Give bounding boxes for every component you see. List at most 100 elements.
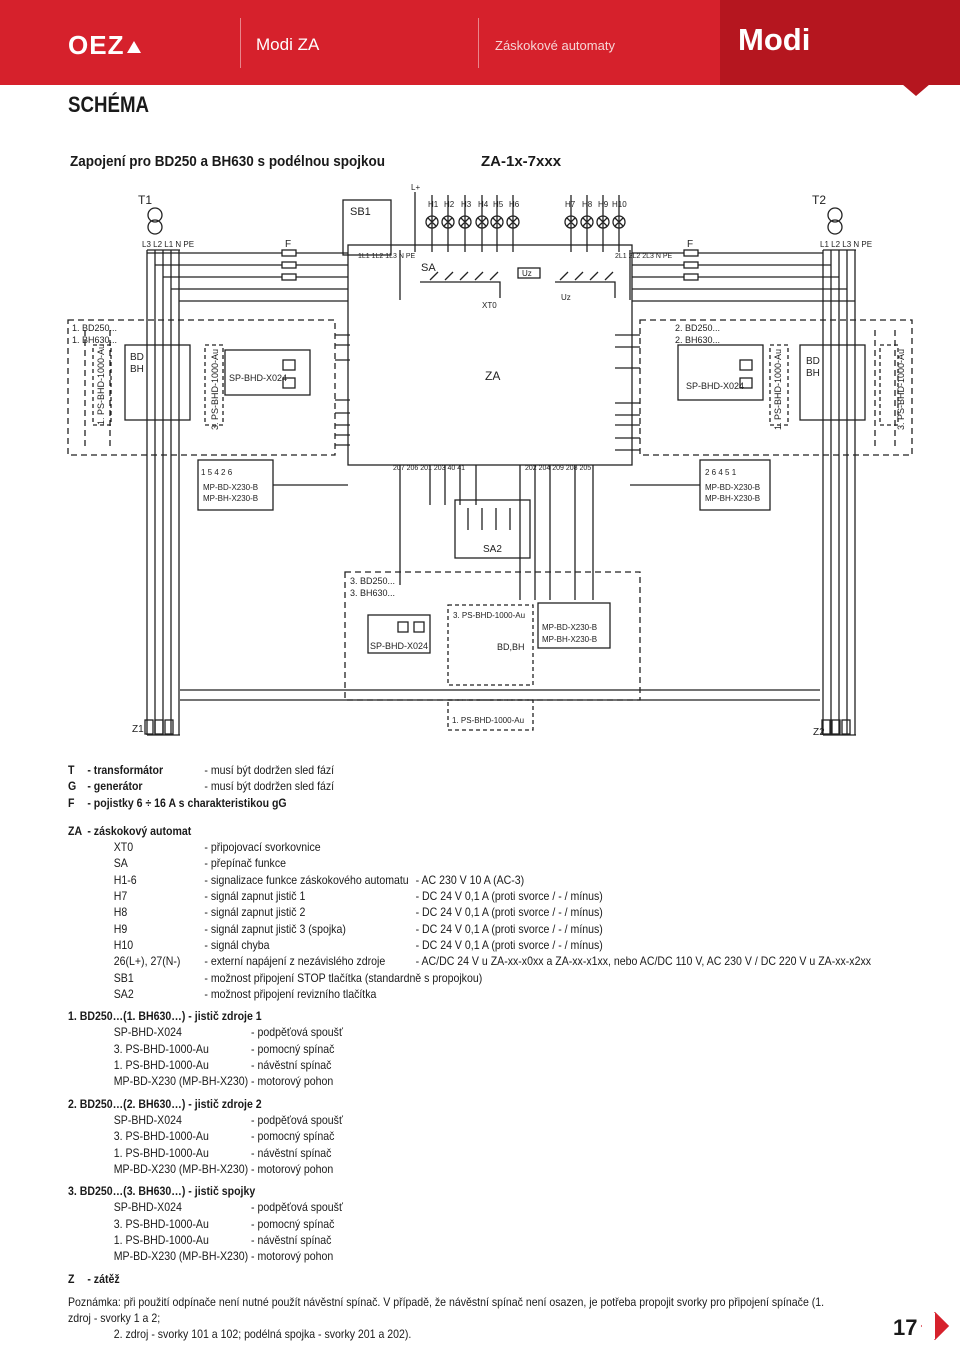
label-phases-left: L3 L2 L1 N PE — [142, 240, 194, 249]
label-z2: Z2 — [813, 727, 825, 738]
label-sp-left: SP-BHD-X024 — [229, 373, 287, 383]
legend-group-item: 1. PS-BHD-1000-Au- návěstní spínač — [113, 1058, 332, 1073]
legend-za-item: H7- signál zapnut jistič 1- DC 24 V 0,1 … — [113, 889, 603, 904]
label-h8: H8 — [582, 200, 593, 209]
page-number: 17 — [893, 1315, 918, 1340]
legend-za-item: SB1- možnost připojení STOP tlačítka (st… — [113, 970, 483, 985]
label-bh-3: 3. BH630... — [350, 588, 395, 598]
label-mp-bh-coupler: MP-BH-X230-B — [542, 635, 597, 644]
legend-group-item: 3. PS-BHD-1000-Au- pomocný spínač — [113, 1041, 335, 1056]
legend-group-item: SP-BHD-X024- podpěťová spoušť — [113, 1112, 343, 1127]
label-fuse-left: F — [285, 239, 291, 250]
label-t2: T2 — [812, 193, 826, 207]
label-bdbh: BD,BH — [497, 642, 525, 652]
legend-group-item: 3. PS-BHD-1000-Au- pomocný spínač — [113, 1216, 335, 1231]
label-sa: SA — [421, 262, 436, 274]
label-bh-left: BH — [130, 364, 144, 375]
legend-za-item: H10- signál chyba- DC 24 V 0,1 A (proti … — [113, 937, 603, 952]
footnote-line-2: 2. zdroj - svorky 101 a 102; podélná spo… — [113, 1327, 412, 1341]
label-fuse-right: F — [687, 239, 693, 250]
label-ps1-coupler: 1. PS-BHD-1000-Au — [452, 716, 524, 725]
legend-group-title: 2. BD250…(2. BH630…) - jistič zdroje 2 — [68, 1096, 262, 1111]
label-bd-left: BD — [130, 352, 144, 363]
label-mp-nums-right: 2 6 4 5 1 — [705, 468, 737, 477]
wiring-schematic: T1 T2 L3 L2 L1 N PE L1 L2 L3 N PE F F SB… — [67, 183, 913, 738]
label-phases-right: L1 L2 L3 N PE — [820, 240, 872, 249]
label-h9: H9 — [598, 200, 609, 209]
footnote-line-1: Poznámka: při použití odpínače není nutn… — [68, 1295, 825, 1325]
product-category: Záskokové automaty — [495, 38, 615, 53]
label-term-row-left: 207 206 201 203 40 41 — [393, 465, 465, 472]
label-sp-coupler: SP-BHD-X024 — [370, 641, 428, 651]
label-bd-3: 3. BD250... — [350, 576, 395, 586]
legend-group-item: 3. PS-BHD-1000-Au- pomocný spínač — [113, 1129, 335, 1144]
label-sp-right: SP-BHD-X024 — [686, 381, 744, 391]
label-h3: H3 — [461, 200, 472, 209]
label-h2: H2 — [444, 200, 455, 209]
label-h6: H6 — [509, 200, 520, 209]
label-mp-bd-right: MP-BD-X230-B — [705, 483, 760, 492]
label-h4: H4 — [478, 200, 489, 209]
legend-row-z: Z- zátěž — [68, 1271, 120, 1286]
label-h7: H7 — [565, 200, 576, 209]
label-bh-2: 2. BH630... — [675, 335, 720, 345]
label-ps3-left: 3. PS-BHD-1000-Au — [210, 349, 220, 430]
legend-za-item: H9- signál zapnut jistič 3 (spojka)- DC … — [113, 921, 603, 936]
label-h5: H5 — [493, 200, 504, 209]
legend-group-item: MP-BD-X230 (MP-BH-X230)- motorový pohon — [113, 1074, 334, 1089]
legend-row-f: F- pojistky 6 ÷ 16 A s charakteristikou … — [68, 795, 287, 810]
legend-za-item: H1-6- signalizace funkce záskokového aut… — [113, 872, 525, 887]
legend-za-item: SA2- možnost připojení revizního tlačítk… — [113, 986, 377, 1001]
page-header: OEZ Modi ZA Záskokové automaty Modi — [0, 0, 960, 96]
legend-group-item: 1. PS-BHD-1000-Au- návěstní spínač — [113, 1233, 332, 1248]
section-title: SCHÉMA — [68, 92, 150, 117]
label-z1: Z1 — [132, 724, 144, 735]
diagram-title: Zapojení pro BD250 a BH630 s podélnou sp… — [70, 153, 386, 170]
legend-group-title: 1. BD250…(1. BH630…) - jistič zdroje 1 — [68, 1009, 262, 1024]
header-divider — [240, 18, 241, 68]
label-term-row-right: 202 204 209 208 205 — [525, 465, 591, 472]
label-ps1-right: 1. PS-BHD-1000-Au — [773, 349, 783, 430]
label-term-out: 2L1 2L2 2L3 N PE — [615, 253, 673, 260]
legend-group-item: SP-BHD-X024- podpěťová spoušť — [113, 1025, 343, 1040]
logo-triangle-icon — [127, 41, 142, 53]
label-ps3-right: 3. PS-BHD-1000-Au — [896, 349, 906, 430]
label-lplus: L+ — [411, 183, 420, 192]
label-mp-bh-right: MP-BH-X230-B — [705, 494, 760, 503]
label-mp-bd-left: MP-BD-X230-B — [203, 483, 258, 492]
label-ps3-coupler: 3. PS-BHD-1000-Au — [453, 611, 525, 620]
legend-group-item: MP-BD-X230 (MP-BH-X230)- motorový pohon — [113, 1249, 334, 1264]
legend-group-item: 1. PS-BHD-1000-Au- návěstní spínač — [113, 1145, 332, 1160]
label-sb1: SB1 — [350, 206, 371, 218]
label-sa2: SA2 — [483, 544, 502, 555]
legend-row-za: ZA- záskokový automat — [68, 823, 192, 838]
legend-za-item: H8- signál zapnut jistič 2- DC 24 V 0,1 … — [113, 905, 603, 920]
label-ps1-left: 1. PS-BHD-1000-Au — [96, 344, 106, 425]
label-uz: Uz — [522, 269, 532, 278]
legend-row-g: G- generátor- musí být dodržen sled fází — [68, 779, 335, 794]
label-bd-1: 1. BD250... — [72, 323, 117, 333]
label-t1: T1 — [138, 193, 152, 207]
label-za: ZA — [485, 369, 500, 383]
legend-group-item: SP-BHD-X024- podpěťová spoušť — [113, 1200, 343, 1215]
label-bd-2: 2. BD250... — [675, 323, 720, 333]
label-mp-bd-coupler: MP-BD-X230-B — [542, 623, 597, 632]
product-name: Modi ZA — [256, 35, 320, 54]
header-notch — [902, 84, 930, 96]
diagram-code: ZA-1x-7xxx — [481, 153, 562, 170]
label-h1: H1 — [428, 200, 439, 209]
label-xt0: XT0 — [482, 301, 497, 310]
header-divider — [478, 18, 479, 68]
legend: T- transformátor- musí být dodržen sled … — [68, 762, 871, 1287]
legend-za-item: SA- přepínač funkce — [113, 856, 286, 871]
page-arrow-mask — [922, 1313, 935, 1339]
brand-logo: OEZ — [68, 30, 142, 61]
label-mp-bh-left: MP-BH-X230-B — [203, 494, 258, 503]
legend-row-t: T- transformátor- musí být dodržen sled … — [68, 763, 335, 777]
label-bh-1: 1. BH630... — [72, 335, 117, 345]
legend-za-item: XT0- připojovací svorkovnice — [113, 840, 321, 855]
legend-group-title: 3. BD250…(3. BH630…) - jistič spojky — [68, 1184, 256, 1199]
label-mp-nums-left: 1 5 4 2 6 — [201, 468, 233, 477]
label-bh-right: BH — [806, 368, 820, 379]
label-h10: H10 — [612, 200, 627, 209]
